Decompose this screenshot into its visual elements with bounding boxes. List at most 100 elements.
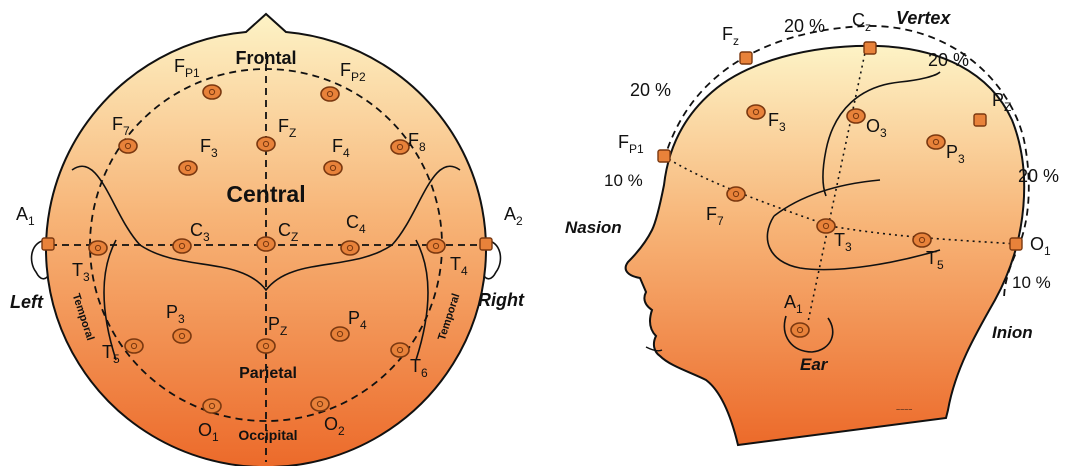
side-label-sub-cz: z <box>865 20 871 34</box>
side-label-sub-o1: 1 <box>1044 244 1051 258</box>
top-electrode-c3 <box>172 238 192 254</box>
top-label-sub-t5: 5 <box>113 352 120 366</box>
top-label-sub-f7: 7 <box>123 124 130 138</box>
side-label-sub-o3: 3 <box>880 126 887 140</box>
side-label-o1: O1 <box>1030 234 1051 258</box>
temporal-curve-right <box>415 239 429 361</box>
top-electrode-f4 <box>323 160 343 176</box>
top-label-a1: A1 <box>16 204 35 228</box>
top-label-sub-p4: 4 <box>360 318 367 332</box>
top-electrode-pz <box>256 338 276 354</box>
top-electrode-t6 <box>390 342 410 358</box>
top-label-a2: A2 <box>504 204 523 228</box>
side-electrode-t3 <box>816 218 836 234</box>
side-label-sub-a1: 1 <box>796 302 803 316</box>
side-label-sub-f7: 7 <box>717 214 724 228</box>
side-electrode-cz <box>863 41 877 55</box>
top-electrode-fz <box>256 136 276 152</box>
top-electrode-c4 <box>340 240 360 256</box>
top-electrode-fp1 <box>202 84 222 100</box>
top-label-sub-a1: 1 <box>28 214 35 228</box>
top-electrode-f7 <box>118 138 138 154</box>
top-label-sub-p3: 3 <box>178 312 185 326</box>
side-head-outline <box>624 44 1026 447</box>
top-electrode-a1 <box>41 237 55 251</box>
top-electrode-t3 <box>88 240 108 256</box>
side-electrode-a1 <box>790 322 810 338</box>
pct-20-top-right: 20 % <box>928 50 969 70</box>
pct-20-left: 20 % <box>630 80 671 100</box>
top-electrode-t5 <box>124 338 144 354</box>
side-label-cz: Cz <box>852 10 871 34</box>
top-label-sub-o1: 1 <box>212 430 219 444</box>
side-ear <box>783 315 834 353</box>
top-label-sub-fz: Z <box>289 126 296 140</box>
landmark-vertex: Vertex <box>896 8 951 28</box>
top-label-sub-c3: 3 <box>203 230 210 244</box>
pct-10-left: 10 % <box>604 171 643 190</box>
side-label-fz: Fz <box>722 24 739 48</box>
lobe-parietal: Parietal <box>239 365 297 382</box>
side-electrode-pz <box>973 113 987 127</box>
top-electrode-a2 <box>479 237 493 251</box>
side-electrode-t5 <box>912 232 932 248</box>
top-label-sub-f3: 3 <box>211 146 218 160</box>
lobe-frontal: Frontal <box>236 48 297 68</box>
side-label-sub-f3: 3 <box>779 120 786 134</box>
top-label-sub-f8: 8 <box>419 140 426 154</box>
side-electrode-p3 <box>926 134 946 150</box>
top-label-sub-t6: 6 <box>421 366 428 380</box>
side-label-sub-p3: 3 <box>958 152 965 166</box>
side-electrode-o3 <box>846 108 866 124</box>
side-sulcus-curve-4 <box>766 215 941 271</box>
temporal-curve-left <box>103 239 117 361</box>
side-label-left: Left <box>10 292 44 312</box>
top-electrode-f3 <box>178 160 198 176</box>
side-view: Vertex Nasion Inion Ear 20 % 20 % 20 % 2… <box>565 8 1059 447</box>
central-sulcus-curve <box>71 165 461 292</box>
top-label-sub-pz: Z <box>280 324 287 338</box>
pct-20-right: 20 % <box>1018 166 1059 186</box>
left-ear <box>30 239 51 280</box>
top-electrode-p3 <box>172 328 192 344</box>
top-electrode-f8 <box>390 139 410 155</box>
side-lip <box>645 346 663 352</box>
side-electrode-f7 <box>726 186 746 202</box>
top-label-sub-fp1: P1 <box>185 66 200 80</box>
top-label-sub-a2: 2 <box>516 214 523 228</box>
right-ear <box>481 239 502 280</box>
side-electrode-fz <box>739 51 753 65</box>
side-electrode-fp1 <box>657 149 671 163</box>
top-electrode-t4 <box>426 238 446 254</box>
top-label-sub-cz: Z <box>291 230 298 244</box>
side-label-sub-t5: 5 <box>937 258 944 272</box>
top-electrode-fp2 <box>320 86 340 102</box>
side-label-sub-t3: 3 <box>845 240 852 254</box>
top-view: Frontal Central Parietal Occipital Tempo… <box>10 12 525 466</box>
top-electrode-cz <box>256 236 276 252</box>
side-sulcus-curve-3 <box>773 179 881 217</box>
side-sulcus-curve-2 <box>822 149 827 197</box>
landmark-ear: Ear <box>800 355 829 374</box>
side-electrode-o1 <box>1009 237 1023 251</box>
top-electrode-p4 <box>330 326 350 342</box>
side-label-right: Right <box>478 290 525 310</box>
side-label-sub-fz: z <box>733 34 739 48</box>
side-sulcus-curve-1 <box>825 71 941 151</box>
top-electrode-o1 <box>202 398 222 414</box>
lobe-occipital: Occipital <box>238 427 297 443</box>
top-electrode-o2 <box>310 396 330 412</box>
top-label-sub-f4: 4 <box>343 146 350 160</box>
side-label-sub-fp1: P1 <box>629 142 644 156</box>
top-label-sub-t3: 3 <box>83 270 90 284</box>
side-label-sub-pz: Z <box>1004 100 1011 114</box>
top-label-sub-t4: 4 <box>461 264 468 278</box>
side-electrode-f3 <box>746 104 766 120</box>
landmark-nasion: Nasion <box>565 218 622 237</box>
top-label-sub-c4: 4 <box>359 222 366 236</box>
side-label-fp1: FP1 <box>618 132 644 156</box>
artist-signature: ~~~~ <box>896 407 912 414</box>
pct-20-top-left: 20 % <box>784 16 825 36</box>
top-label-sub-o2: 2 <box>338 424 345 438</box>
